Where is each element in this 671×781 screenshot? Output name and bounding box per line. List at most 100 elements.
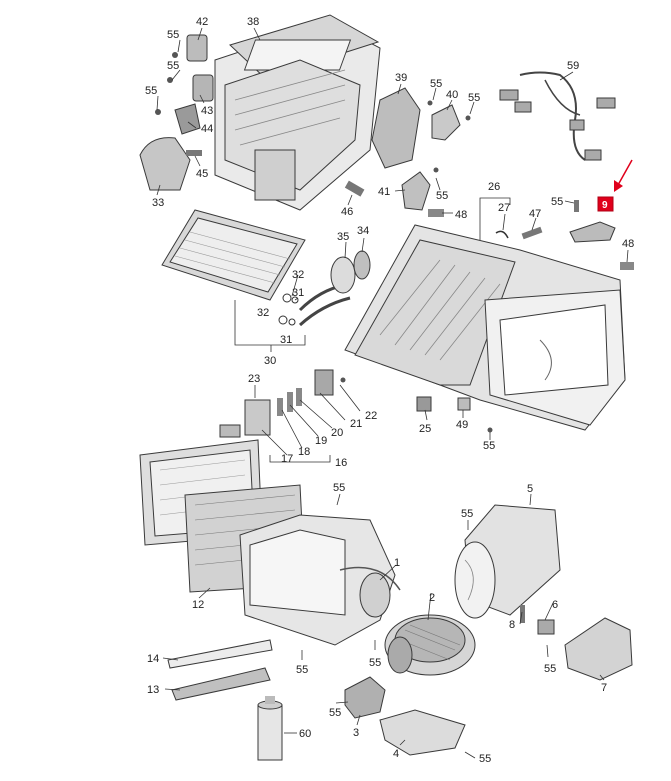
callout-55: 55 bbox=[145, 85, 157, 97]
o-rings bbox=[278, 293, 299, 326]
servo-motor-41 bbox=[401, 167, 439, 211]
clip-27 bbox=[495, 230, 509, 239]
wiring-harness-59 bbox=[499, 71, 616, 161]
sensor-25 bbox=[416, 396, 432, 412]
callout-22: 22 bbox=[365, 410, 377, 422]
seal-34 bbox=[353, 250, 371, 280]
callout-6: 6 bbox=[552, 599, 558, 611]
callout-55: 55 bbox=[296, 664, 308, 676]
servo-motor-42 bbox=[172, 34, 208, 62]
callout-42: 42 bbox=[196, 16, 208, 28]
callout-33: 33 bbox=[152, 197, 164, 209]
callout-25: 25 bbox=[419, 423, 431, 435]
servo-motor-40 bbox=[427, 100, 471, 141]
highlighted-callout-9[interactable]: 9 bbox=[597, 196, 614, 212]
bracket-49 bbox=[457, 397, 493, 433]
servo-motor-39 bbox=[371, 87, 421, 169]
callout-19: 19 bbox=[315, 435, 327, 447]
heater-core-radiator bbox=[161, 209, 306, 301]
seal-strip-13 bbox=[171, 667, 271, 701]
callout-30: 30 bbox=[264, 355, 276, 367]
callout-55: 55 bbox=[461, 508, 473, 520]
callout-55: 55 bbox=[369, 657, 381, 669]
bracket-9 bbox=[569, 221, 616, 243]
seal-strip-14 bbox=[167, 639, 273, 669]
callout-1: 1 bbox=[394, 557, 400, 569]
callout-8: 8 bbox=[509, 619, 515, 631]
callout-2: 2 bbox=[429, 592, 435, 604]
cleaner-can-60 bbox=[257, 696, 283, 761]
callout-20: 20 bbox=[331, 427, 343, 439]
cover-33 bbox=[139, 137, 191, 191]
callout-27: 27 bbox=[498, 202, 510, 214]
screw-45 bbox=[186, 150, 202, 156]
bolt-55g bbox=[574, 200, 579, 212]
callout-5: 5 bbox=[527, 483, 533, 495]
servo-motor-43 bbox=[167, 74, 214, 102]
servo-motor-44 bbox=[155, 103, 201, 135]
callout-31: 31 bbox=[292, 287, 304, 299]
callout-23: 23 bbox=[248, 373, 260, 385]
callout-43: 43 bbox=[201, 105, 213, 117]
callout-32: 32 bbox=[257, 307, 269, 319]
callout-55: 55 bbox=[167, 60, 179, 72]
evaporator-housing-26 bbox=[344, 224, 626, 431]
callout-59: 59 bbox=[567, 60, 579, 72]
callout-4: 4 bbox=[393, 748, 399, 760]
callout-55: 55 bbox=[544, 663, 556, 675]
callout-55: 55 bbox=[483, 440, 495, 452]
resistor-3 bbox=[344, 676, 386, 719]
callout-41: 41 bbox=[378, 186, 390, 198]
callout-38: 38 bbox=[247, 16, 259, 28]
blower-housing-1 bbox=[239, 514, 401, 646]
callout-49: 49 bbox=[456, 419, 468, 431]
callout-34: 34 bbox=[357, 225, 369, 237]
callout-46: 46 bbox=[341, 206, 353, 218]
callout-12: 12 bbox=[192, 599, 204, 611]
callout-16: 16 bbox=[335, 457, 347, 469]
callout-17: 17 bbox=[281, 453, 293, 465]
sensor-46 bbox=[344, 180, 365, 197]
coolant-pipes-35 bbox=[298, 256, 356, 327]
callout-labels: 42 38 55 55 43 55 44 45 33 39 55 40 55 5… bbox=[145, 16, 634, 765]
sensor-48a bbox=[428, 209, 444, 217]
callout-39: 39 bbox=[395, 72, 407, 84]
callout-45: 45 bbox=[196, 168, 208, 180]
pointer-arrow bbox=[614, 159, 633, 192]
callout-55: 55 bbox=[468, 92, 480, 104]
leader-lines bbox=[156, 27, 629, 759]
callout-32: 32 bbox=[292, 269, 304, 281]
callout-55: 55 bbox=[167, 29, 179, 41]
small-parts-6-8 bbox=[520, 605, 555, 635]
valve-group-16 bbox=[244, 369, 346, 436]
callout-48: 48 bbox=[455, 209, 467, 221]
callout-40: 40 bbox=[446, 89, 458, 101]
callout-44: 44 bbox=[201, 123, 213, 135]
callout-7: 7 bbox=[601, 682, 607, 694]
air-duct-5 bbox=[454, 504, 561, 619]
callout-18: 18 bbox=[298, 446, 310, 458]
callout-60: 60 bbox=[299, 728, 311, 740]
sensor-48b bbox=[620, 262, 634, 270]
callout-21: 21 bbox=[350, 418, 362, 430]
bracket-7 bbox=[564, 617, 633, 681]
blower-motor-2 bbox=[384, 614, 476, 676]
callout-26: 26 bbox=[488, 181, 500, 193]
callout-55: 55 bbox=[329, 707, 341, 719]
callout-55: 55 bbox=[479, 753, 491, 765]
heater-core-housing-38 bbox=[214, 14, 381, 211]
callout-55: 55 bbox=[333, 482, 345, 494]
callout-3: 3 bbox=[353, 727, 359, 739]
callout-55: 55 bbox=[430, 78, 442, 90]
screw-47 bbox=[521, 226, 543, 240]
callout-48: 48 bbox=[622, 238, 634, 250]
callout-55: 55 bbox=[436, 190, 448, 202]
callout-35: 35 bbox=[337, 231, 349, 243]
callout-31: 31 bbox=[280, 334, 292, 346]
callout-55: 55 bbox=[551, 196, 563, 208]
callout-47: 47 bbox=[529, 208, 541, 220]
callout-14: 14 bbox=[147, 653, 159, 665]
highlighted-callout-text: 9 bbox=[602, 200, 608, 211]
callout-13: 13 bbox=[147, 684, 159, 696]
